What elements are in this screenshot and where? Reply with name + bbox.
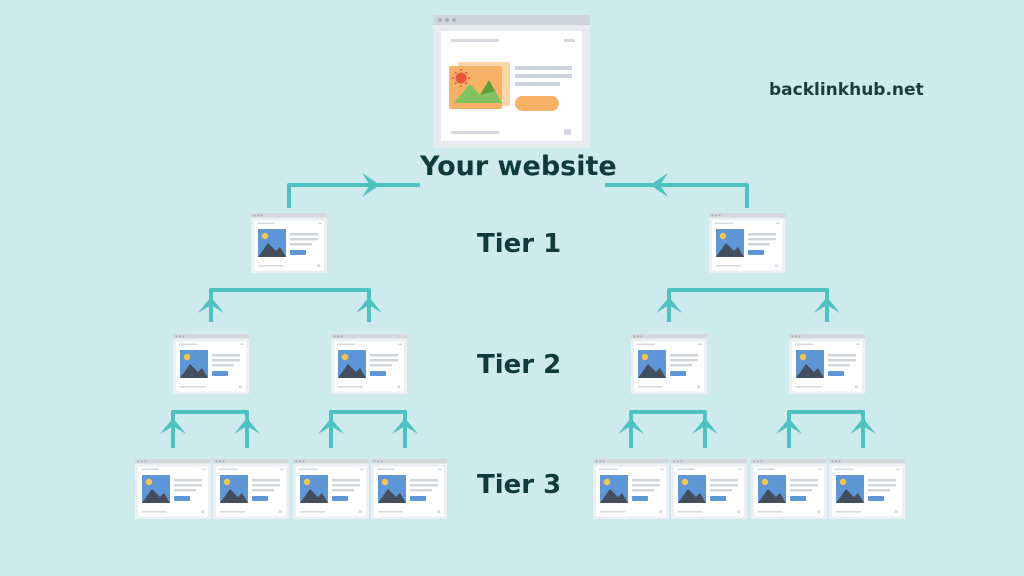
site-domain-label: backlinkhub.net <box>769 80 924 100</box>
tier-2-page <box>789 334 865 394</box>
tier-3-label: Tier 3 <box>477 470 562 500</box>
tier-2-page <box>631 334 707 394</box>
arrowhead-up <box>656 297 682 313</box>
bracket-connector <box>787 410 865 448</box>
tier-1-page <box>709 213 785 273</box>
arrowhead-up <box>356 297 382 313</box>
tier1-left-to-website-line <box>287 183 420 208</box>
arrowhead-up <box>618 418 644 434</box>
tier-3-page <box>593 459 669 519</box>
bracket-connector <box>667 288 829 322</box>
tier-2-page <box>173 334 249 394</box>
bracket-connector <box>171 410 249 448</box>
tier-3-page <box>293 459 369 519</box>
your-website-label: Your website <box>420 151 617 182</box>
arrowhead-up <box>234 418 260 434</box>
arrowhead-up <box>160 418 186 434</box>
tier-3-page <box>371 459 447 519</box>
tier-1-label: Tier 1 <box>477 229 562 259</box>
bracket-connector <box>209 288 371 322</box>
arrowhead-up <box>392 418 418 434</box>
arrowhead-up <box>776 418 802 434</box>
arrowhead-left <box>650 173 668 197</box>
arrowhead-up <box>198 297 224 313</box>
arrowhead-up <box>692 418 718 434</box>
tier-3-page <box>135 459 211 519</box>
connector-arrowheads <box>160 173 876 434</box>
arrowhead-up <box>318 418 344 434</box>
tier1-right-to-website-line <box>605 183 749 208</box>
arrowhead-up <box>814 297 840 313</box>
tier-3-page <box>751 459 827 519</box>
arrowhead-up <box>850 418 876 434</box>
sun-icon <box>452 69 470 87</box>
tier-1-page <box>251 213 327 273</box>
tier-2-page <box>331 334 407 394</box>
mountain-icon <box>454 80 502 103</box>
tier-2-label: Tier 2 <box>477 350 562 380</box>
arrowhead-right <box>362 173 380 197</box>
tier-3-page <box>213 459 289 519</box>
your-website-page <box>433 15 590 148</box>
bracket-connector <box>329 410 407 448</box>
tier-3-page <box>829 459 905 519</box>
bracket-connector <box>629 410 707 448</box>
tier-3-page <box>671 459 747 519</box>
